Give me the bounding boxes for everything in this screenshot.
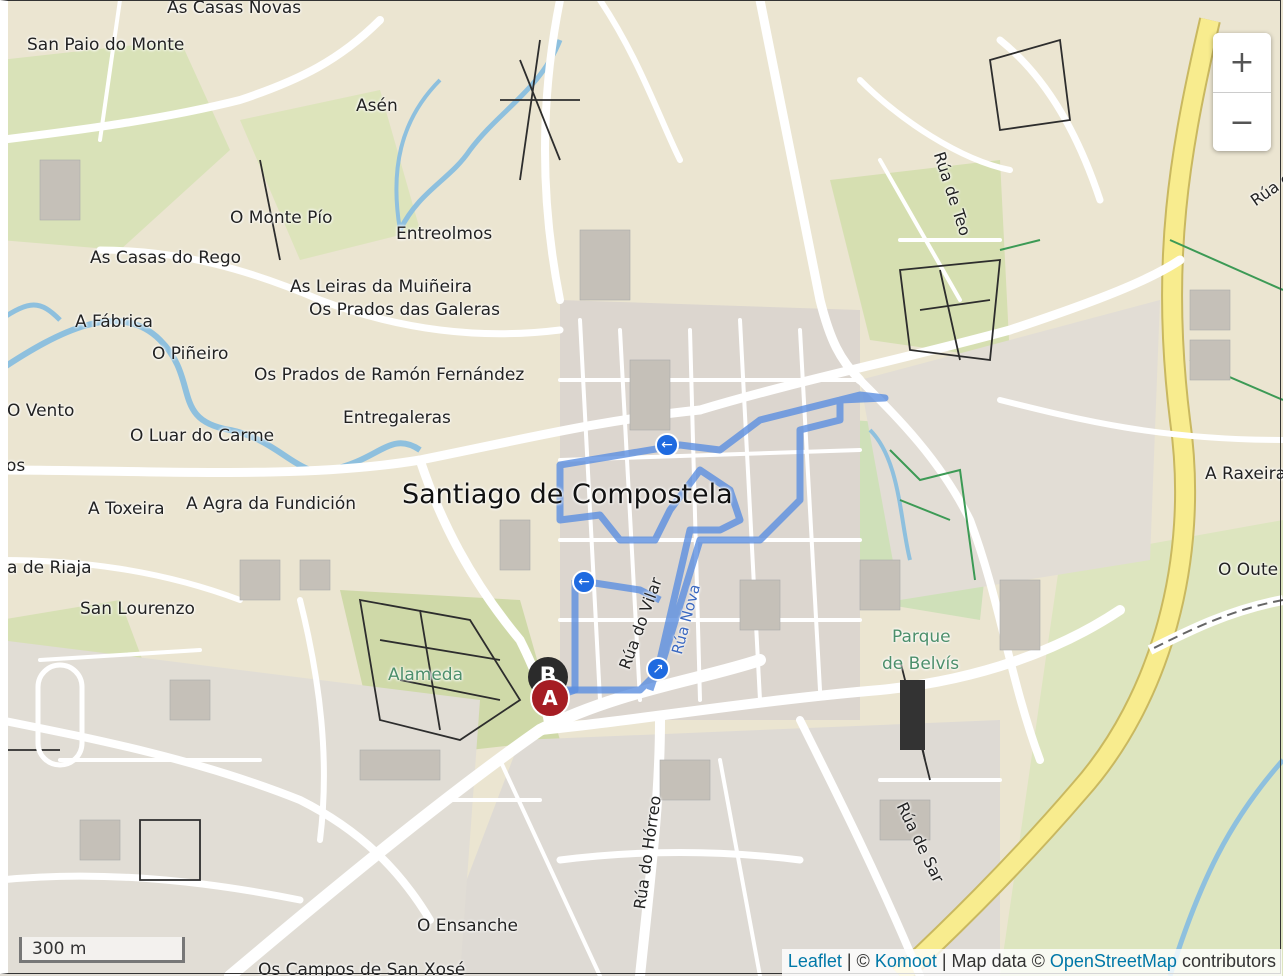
place-label: Entregaleras: [343, 408, 451, 428]
leaflet-link[interactable]: Leaflet: [787, 951, 842, 971]
place-label: A Toxeira: [88, 499, 165, 519]
place-label: O Luar do Carme: [130, 426, 275, 446]
route-line[interactable]: [556, 391, 889, 694]
place-label: As Casas Novas: [167, 0, 302, 18]
place-label: A Raxeira: [1205, 464, 1283, 484]
park-label: Parque: [892, 627, 951, 647]
place-label: O Ensanche: [417, 916, 518, 936]
place-label: A Fábrica: [75, 312, 153, 332]
attribution: Leaflet | © Komoot | Map data © OpenStre…: [781, 949, 1282, 976]
place-label: Os Campos de San Xosé: [258, 960, 466, 976]
start-marker[interactable]: A: [530, 678, 570, 718]
place-label: As Casas do Rego: [90, 248, 242, 268]
place-label: Entreolmos: [396, 224, 493, 244]
zoom-out-button[interactable]: −: [1213, 92, 1271, 151]
place-label: O Vento: [7, 401, 75, 421]
openstreetmap-link[interactable]: OpenStreetMap: [1049, 951, 1177, 971]
attribution-separator: | ©: [841, 951, 875, 971]
place-label: O Oute: [1218, 560, 1279, 580]
place-label: Os Prados das Galeras: [309, 300, 500, 320]
park-label: de Belvís: [882, 654, 960, 674]
komoot-link[interactable]: Komoot: [874, 951, 937, 971]
place-label: Asén: [356, 96, 398, 116]
place-label: O Monte Pío: [230, 208, 333, 228]
route-arrow-icon[interactable]: ←: [655, 433, 679, 457]
route-arrow-icon[interactable]: ↗: [646, 657, 670, 681]
place-label: San Paio do Monte: [27, 35, 185, 55]
place-label: San Lourenzo: [80, 599, 195, 619]
zoom-in-button[interactable]: +: [1213, 33, 1271, 92]
scale-bar: 300 m: [19, 937, 185, 963]
place-label: os: [6, 456, 26, 476]
place-label: O Piñeiro: [152, 344, 229, 364]
attribution-separator: | Map data ©: [936, 951, 1050, 971]
place-label: As Leiras da Muiñeira: [290, 277, 473, 297]
park-label: Alameda: [388, 665, 463, 685]
route-arrow-icon[interactable]: ←: [572, 570, 596, 594]
place-label: a de Riaja: [7, 558, 92, 578]
city-label: Santiago de Compostela: [402, 479, 733, 510]
zoom-control: + −: [1213, 33, 1271, 151]
place-label: A Agra da Fundición: [186, 494, 357, 514]
attribution-contributors: contributors: [1176, 951, 1276, 971]
place-label: Os Prados de Ramón Fernández: [254, 365, 525, 385]
